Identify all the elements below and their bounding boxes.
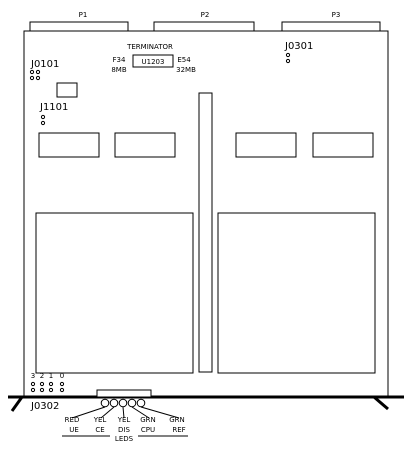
led-dis-color: YEL bbox=[117, 416, 131, 424]
chip-upper-right-1 bbox=[235, 132, 297, 158]
terminator-block: TERMINATOR U1203 F34 8MB E54 32MB bbox=[111, 43, 196, 74]
led-ce-label: CE bbox=[95, 426, 104, 434]
jumper-j0302-label: J0302 bbox=[30, 401, 59, 412]
small-component bbox=[56, 82, 78, 98]
terminator-left-ref: F34 bbox=[113, 56, 126, 64]
connector-p1: P1 bbox=[29, 11, 129, 31]
chip-upper-left-2 bbox=[114, 132, 176, 158]
led-ref-color: GRN bbox=[169, 416, 185, 424]
jumper-j0301: J0301 bbox=[284, 41, 313, 64]
bottom-rail bbox=[8, 395, 404, 412]
led-ce bbox=[109, 398, 119, 408]
terminator-left-size: 8MB bbox=[111, 66, 126, 74]
terminator-right-ref: E54 bbox=[177, 56, 191, 64]
chip-upper-right-2 bbox=[312, 132, 374, 158]
leds-caption: LEDS bbox=[115, 435, 134, 443]
led-cpu-color: GRN bbox=[140, 416, 156, 424]
connector-p2-label: P2 bbox=[201, 11, 210, 19]
led-ue bbox=[100, 398, 110, 408]
jumper-j0101-label: J0101 bbox=[30, 59, 59, 70]
jumper-j1101-label: J1101 bbox=[39, 102, 68, 113]
led-cpu-label: CPU bbox=[141, 426, 155, 434]
board-outline bbox=[23, 30, 389, 398]
led-dis-label: DIS bbox=[118, 426, 130, 434]
terminator-chip-label: U1203 bbox=[142, 58, 165, 66]
led-labels: RED UE YEL CE YEL DIS GRN CPU GRN REF bbox=[65, 416, 186, 434]
jumper-number-3: 3 bbox=[31, 372, 35, 380]
large-block-left bbox=[35, 212, 194, 374]
connector-p1-label: P1 bbox=[79, 11, 88, 19]
connector-p3: P3 bbox=[281, 11, 381, 31]
led-leader-lines bbox=[71, 406, 180, 419]
led-dis bbox=[118, 398, 128, 408]
led-ref bbox=[136, 398, 146, 408]
jumper-number-0: 0 bbox=[60, 372, 64, 380]
terminator-right-size: 32MB bbox=[176, 66, 196, 74]
large-block-right bbox=[217, 212, 376, 374]
chip-upper-left-1 bbox=[38, 132, 100, 158]
jumper-j1101: J1101 bbox=[39, 102, 68, 126]
jumper-j0302-pins bbox=[30, 381, 65, 393]
jumper-j0101: J0101 bbox=[29, 59, 59, 81]
jumper-number-2: 2 bbox=[40, 372, 44, 380]
terminator-title: TERMINATOR bbox=[126, 43, 173, 51]
led-ce-color: YEL bbox=[93, 416, 107, 424]
led-ue-color: RED bbox=[65, 416, 80, 424]
led-ue-label: UE bbox=[69, 426, 79, 434]
led-cpu bbox=[127, 398, 137, 408]
connector-p2: P2 bbox=[153, 11, 255, 31]
led-ref-label: REF bbox=[172, 426, 185, 434]
jumper-j0301-label: J0301 bbox=[284, 41, 313, 52]
jumper-number-1: 1 bbox=[49, 372, 53, 380]
leds-caption-group: LEDS bbox=[62, 435, 188, 443]
led-bracket bbox=[96, 389, 152, 398]
led-strip bbox=[96, 389, 152, 408]
terminator-chip bbox=[132, 54, 174, 68]
center-slot bbox=[198, 92, 213, 373]
jumper-j0302: 3 2 1 0 J0302 bbox=[30, 372, 64, 412]
connector-p3-label: P3 bbox=[332, 11, 341, 19]
